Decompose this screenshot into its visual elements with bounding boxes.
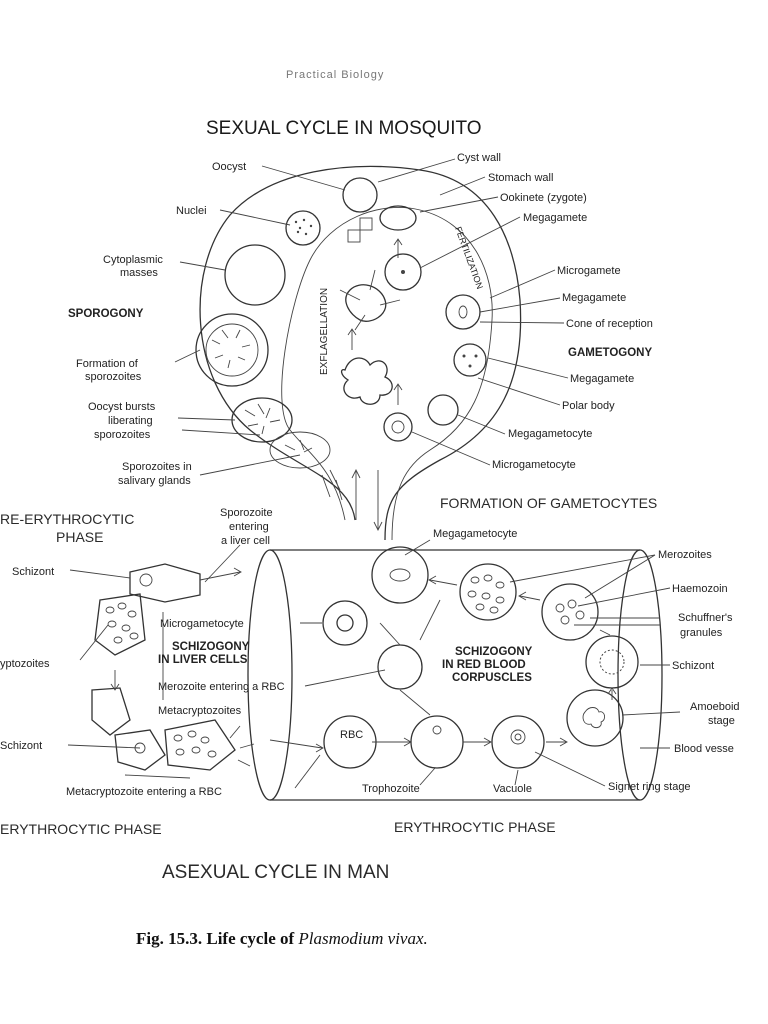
megagamete-polar — [453, 343, 487, 377]
label-formation-spor-2: sporozoites — [85, 371, 142, 383]
label-oocyst-bursts-3: sporozoites — [94, 429, 151, 441]
microgametocyte-flower — [340, 357, 393, 405]
asexual-cycle-title: ASEXUAL CYCLE IN MAN — [162, 862, 389, 883]
stomach-arrows — [347, 238, 403, 532]
blood-vessel — [247, 549, 663, 801]
label-megagametocyte-2: Megagametocyte — [433, 528, 517, 540]
figure-caption: Fig. 15.3. Life cycle of Plasmodium viva… — [136, 929, 428, 948]
label-vacuole: Vacuole — [493, 783, 532, 795]
rbc-merozoite-entering — [377, 644, 423, 690]
vessel-arrows — [269, 575, 617, 753]
sexual-cycle-title: SEXUAL CYCLE IN MOSQUITO — [206, 118, 482, 139]
rbc-trophozoite — [410, 715, 464, 769]
label-pre-erythrocytic-2: PHASE — [56, 529, 103, 545]
label-schizont-1: Schizont — [12, 566, 54, 578]
label-microgamete: Microgamete — [557, 265, 621, 277]
label-exo-erythrocytic: ERYTHROCYTIC PHASE — [0, 821, 162, 837]
rbc-plain — [323, 715, 377, 769]
label-microgametocyte-1: Microgametocyte — [492, 459, 576, 471]
rbc-schizont — [585, 635, 639, 689]
label-amoeboid-1: Amoeboid — [690, 701, 740, 713]
oocyst — [342, 177, 378, 213]
label-blood-vessel: Blood vesse — [674, 743, 734, 755]
nuclei-oocyst — [285, 210, 321, 246]
label-oocyst: Oocyst — [212, 161, 246, 173]
ookinete-zygote — [347, 205, 417, 243]
megagamete-cone — [445, 294, 481, 330]
rbc-haemozoin — [541, 583, 599, 641]
label-oocyst-bursts-1: Oocyst bursts — [88, 401, 156, 413]
cytoplasmic-masses-oocyst — [224, 244, 286, 306]
label-cone-reception: Cone of reception — [566, 318, 653, 330]
page-header: Practical Biology — [286, 69, 384, 81]
leader-lines — [67, 158, 681, 789]
liver-cells — [91, 563, 255, 779]
label-sporozoite-entering-3: a liver cell — [221, 535, 270, 547]
label-sporogony: SPOROGONY — [68, 308, 144, 320]
rbc-signet-ring — [491, 715, 545, 769]
label-trophozoite: Trophozoite — [362, 783, 420, 795]
label-schizogony-rbc-3: CORPUSCLES — [452, 672, 532, 684]
label-cytoplasmic-2: masses — [120, 267, 158, 279]
label-pre-erythrocytic-1: RE-ERYTHROCYTIC — [0, 511, 134, 527]
label-schizogony-rbc-1: SCHIZOGONY — [455, 646, 533, 658]
label-formation-spor-1: Formation of — [76, 358, 139, 370]
sporozoite-formation-oocyst — [195, 313, 269, 387]
megagamete-fertilized — [384, 253, 422, 291]
label-megagamete-2: Megagamete — [562, 292, 626, 304]
label-stomach-wall: Stomach wall — [488, 172, 553, 184]
exflagellation-cell — [339, 269, 401, 331]
label-nuclei: Nuclei — [176, 205, 207, 217]
rbc-amoeboid — [566, 689, 624, 747]
label-megagamete-3: Megagamete — [570, 373, 634, 385]
label-cytoplasmic-1: Cytoplasmic — [103, 254, 163, 266]
label-schuffners-2: granules — [680, 627, 723, 639]
label-schizogony-liver-1: SCHIZOGONY — [172, 641, 250, 653]
label-sporozoites-salivary-2: salivary glands — [118, 475, 191, 487]
label-metacryptozoite-entering: Metacryptozoite entering a RBC — [66, 786, 222, 798]
label-merozoites: Merozoites — [658, 549, 712, 561]
rbc-megagametocyte — [371, 546, 429, 604]
stomach-outline — [199, 165, 522, 541]
label-sporozoite-entering-2: entering — [229, 521, 269, 533]
label-rbc: RBC — [340, 729, 363, 741]
label-signet-ring: Signet ring stage — [608, 781, 691, 793]
sporozoites-salivary — [269, 431, 343, 501]
label-ookinete: Ookinete (zygote) — [500, 192, 587, 204]
label-microgametocyte-2: Microgametocyte — [160, 618, 244, 630]
label-schuffners-1: Schuffner's — [678, 612, 733, 624]
label-sporozoites-salivary-1: Sporozoites in — [122, 461, 192, 473]
megagametocyte-stomach — [427, 394, 459, 426]
label-haemozoin: Haemozoin — [672, 583, 728, 595]
label-oocyst-bursts-2: liberating — [108, 415, 153, 427]
label-megagametocyte-1: Megagametocyte — [508, 428, 592, 440]
label-amoeboid-2: stage — [708, 715, 735, 727]
label-schizogony-rbc-2: IN RED BLOOD — [442, 659, 526, 671]
microgametocyte-stomach — [383, 412, 413, 442]
label-erythrocytic: ERYTHROCYTIC PHASE — [394, 819, 556, 835]
rbc-microgametocyte — [322, 600, 368, 646]
label-cyst-wall: Cyst wall — [457, 152, 501, 164]
label-cryptozoites: yptozoites — [0, 658, 50, 670]
label-schizont-2: Schizont — [672, 660, 714, 672]
label-formation-gametocytes: FORMATION OF GAMETOCYTES — [440, 495, 657, 511]
stomach-inner-wall — [281, 207, 493, 541]
label-polar-body: Polar body — [562, 400, 615, 412]
label-schizont-3: Schizont — [0, 740, 42, 752]
label-schizogony-liver-2: IN LIVER CELLS — [158, 654, 248, 666]
label-exflagellation: EXFLAGELLATION — [319, 288, 330, 375]
label-gametogony: GAMETOGONY — [568, 347, 652, 359]
rbc-merozoites — [459, 563, 517, 621]
figure-caption-prefix: Fig. 15.3. Life cycle of — [136, 929, 298, 948]
label-megagamete-1: Megagamete — [523, 212, 587, 224]
label-merozoite-entering: Merozoite entering a RBC — [158, 681, 285, 693]
label-sporozoite-entering-1: Sporozoite — [220, 507, 273, 519]
figure-caption-species: Plasmodium vivax. — [297, 929, 427, 948]
label-metacryptozoites: Metacryptozoites — [158, 705, 242, 717]
